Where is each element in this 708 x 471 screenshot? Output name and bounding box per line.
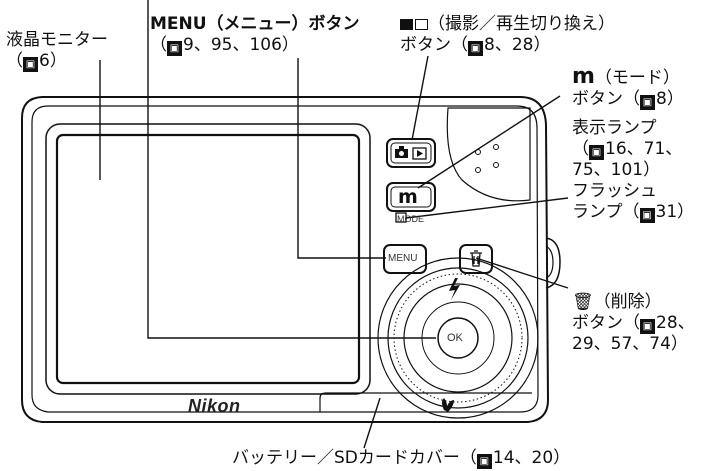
label-delete: 🗑（削除） ボタン（▣28、 29、57、74） <box>572 292 695 354</box>
trash-icon <box>470 250 482 267</box>
speaker-panel <box>446 107 531 202</box>
mode-button <box>386 182 436 212</box>
menu-button-shape <box>383 244 427 274</box>
label-shoot-playback: （撮影／再生切り換え） ボタン（▣8、28） <box>400 14 615 56</box>
book-reference-icon: ▣ <box>23 57 38 72</box>
label-mode: m（モード） ボタン（▣8） <box>572 64 684 110</box>
lcd-monitor <box>55 133 361 385</box>
label-battery-cover: バッテリー／SDカードカバー（▣14、20） <box>232 448 571 469</box>
play-icon <box>415 19 428 30</box>
book-reference-icon: ▣ <box>640 95 655 110</box>
battery-cover <box>319 392 532 412</box>
book-reference-icon: ▣ <box>468 41 483 56</box>
book-reference-icon: ▣ <box>640 319 655 334</box>
book-reference-icon: ▣ <box>476 454 492 469</box>
label-lamp: 表示ランプ （▣16、71、 75、101） フラッシュ ランプ（▣31） <box>572 118 695 223</box>
lcd-monitor-frame <box>45 123 371 395</box>
label-menu: MENU（メニュー）ボタン （▣9、95、106） <box>150 14 360 56</box>
book-reference-icon: ▣ <box>639 208 655 223</box>
ok-button-label[interactable]: OK <box>447 332 463 344</box>
delete-button <box>459 244 493 274</box>
ok-button-shape <box>437 317 479 359</box>
menu-button-label[interactable]: MENU <box>388 253 418 264</box>
mode-button-glyph[interactable]: m <box>398 186 418 208</box>
book-reference-icon: ▣ <box>167 41 182 56</box>
flash-icon <box>449 278 460 300</box>
macro-icon <box>442 398 454 412</box>
book-reference-icon: ▣ <box>589 145 604 160</box>
label-monitor: 液晶モニター （▣6） <box>6 30 108 72</box>
brand-logo: Nikon <box>188 396 241 416</box>
trash-icon: 🗑 <box>572 292 594 312</box>
camera-body-inner <box>31 105 539 413</box>
play-icon <box>412 147 427 160</box>
camera-icon <box>400 19 413 30</box>
strap-lug <box>545 237 561 289</box>
mode-caption: MODE <box>397 214 424 224</box>
